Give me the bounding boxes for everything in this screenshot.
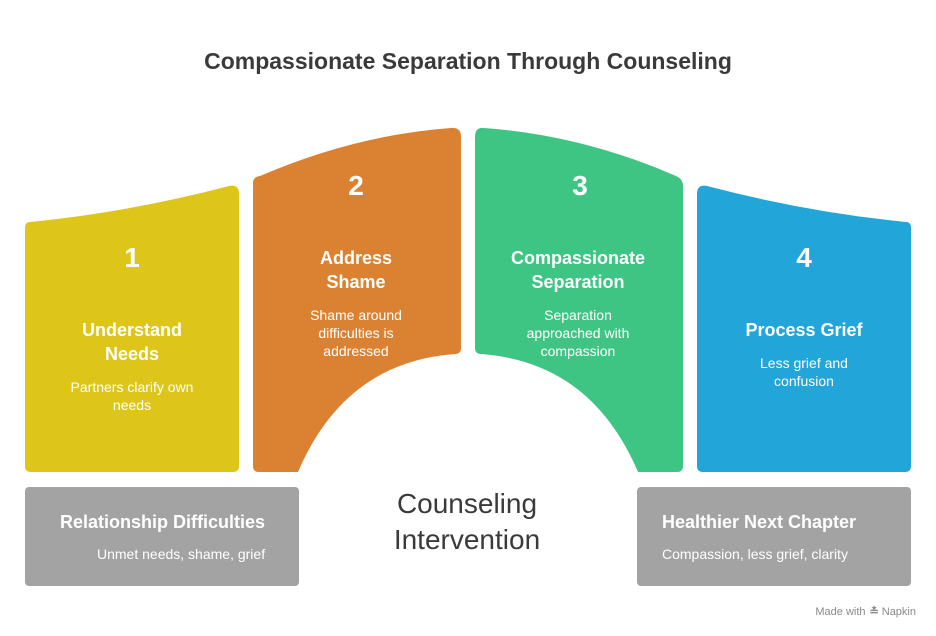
end-box xyxy=(637,487,911,586)
diagram-title: Compassionate Separation Through Counsel… xyxy=(204,48,732,74)
step-4-description: Less grief and confusion xyxy=(760,355,848,389)
brand-watermark: Made with≛Napkin xyxy=(815,605,916,618)
step-4-heading: Process Grief xyxy=(745,320,863,340)
step-3-panel xyxy=(475,127,683,472)
start-box xyxy=(25,487,299,586)
step-2-heading: Address Shame xyxy=(319,248,393,292)
step-4-number: 4 xyxy=(796,242,812,273)
step-2-panel xyxy=(253,127,461,472)
step-2-number: 2 xyxy=(348,170,364,201)
step-1-number: 1 xyxy=(124,242,140,273)
step-3-description: Separation approached with compassion xyxy=(526,307,630,359)
start-box-description: Unmet needs, shame, grief xyxy=(97,546,266,562)
end-box-description: Compassion, less grief, clarity xyxy=(662,546,848,562)
step-4-panel xyxy=(697,185,911,472)
step-3-heading: Compassionate Separation xyxy=(510,248,646,292)
step-1-description: Partners clarify own needs xyxy=(70,379,194,413)
step-1-heading: Understand Needs xyxy=(81,320,182,364)
step-2-description: Shame around difficulties is addressed xyxy=(310,307,402,359)
end-box-heading: Healthier Next Chapter xyxy=(662,512,857,532)
step-1-panel xyxy=(25,185,239,472)
brand-prefix: Made with xyxy=(815,606,866,618)
step-3-number: 3 xyxy=(572,170,588,201)
center-label: Counseling Intervention xyxy=(393,488,541,555)
napkin-logo-icon: ≛ xyxy=(869,606,879,618)
brand-name: Napkin xyxy=(881,606,916,618)
start-box-heading: Relationship Difficulties xyxy=(60,512,266,532)
